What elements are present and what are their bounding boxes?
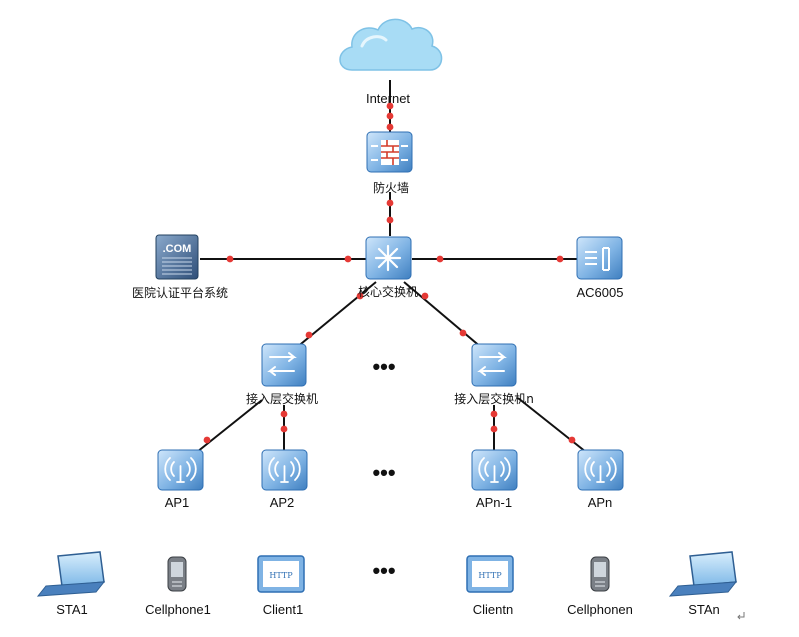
- auth-platform-server[interactable]: .COM 医院认证平台系统: [132, 234, 228, 300]
- wifi-waves-icon: [478, 457, 511, 483]
- browser-window-icon: [472, 561, 508, 587]
- cloud-highlight-icon: [360, 35, 388, 48]
- access-switch-icon: [471, 343, 517, 387]
- laptop-icon: [689, 551, 737, 587]
- link-access1-ap1: [191, 399, 263, 457]
- cellphone1-label: Cellphone1: [145, 602, 211, 617]
- client-clientn[interactable]: HTTP Clientn: [466, 555, 514, 617]
- controller-icon: [576, 236, 623, 280]
- joint-dot: [556, 255, 564, 263]
- access-point-apn[interactable]: APn: [577, 449, 624, 510]
- apn-label: APn: [588, 495, 613, 510]
- internet-cloud[interactable]: Internet: [339, 18, 443, 106]
- access-switch-icon: [261, 343, 307, 387]
- internet-label: Internet: [366, 91, 410, 106]
- joint-dot: [421, 292, 429, 300]
- joint-dot: [386, 199, 394, 207]
- joint-dot: [386, 102, 394, 110]
- laptop-icon: [57, 551, 105, 587]
- server-icon: [155, 234, 199, 280]
- joint-dot: [280, 410, 288, 418]
- browser-window-icon: [263, 561, 299, 587]
- ap1-label: AP1: [165, 495, 190, 510]
- clientn-label: Clientn: [473, 602, 513, 617]
- cellphone-screen-icon: [594, 562, 606, 577]
- firewall-device[interactable]: 防火墙: [366, 131, 413, 195]
- star-arrows-icon: [374, 244, 402, 272]
- joint-dot: [386, 216, 394, 224]
- browser-badge: HTTP: [269, 571, 293, 580]
- cellphone-keys-icon: [595, 581, 605, 587]
- joint-dot: [490, 410, 498, 418]
- switch-arrows-icon: [267, 352, 297, 376]
- stan-label: STAn: [688, 602, 720, 617]
- joint-dot: [386, 123, 394, 131]
- joint-dot: [356, 292, 364, 300]
- access-switch-1[interactable]: 接入层交换机: [246, 343, 318, 406]
- switch-arrows-icon: [477, 352, 507, 376]
- browser-badge: HTTP: [478, 571, 502, 580]
- cellphonen-label: Cellphonen: [567, 602, 633, 617]
- joint-dot: [436, 255, 444, 263]
- core-switch-device[interactable]: 核心交换机: [358, 236, 418, 299]
- laptop-base-icon: [36, 581, 106, 597]
- auth-platform-label: 医院认证平台系统: [132, 285, 228, 300]
- server-badge: .COM: [163, 243, 192, 255]
- apn-1-label: APn-1: [476, 495, 512, 510]
- access-point-ap2[interactable]: AP2: [261, 449, 308, 510]
- link-joints: [203, 102, 576, 444]
- server-grille-icon: [162, 257, 192, 275]
- core-switch-label: 核心交换机: [358, 284, 418, 299]
- joint-dot: [203, 436, 211, 444]
- controller-glyph-icon: [585, 247, 610, 271]
- client-cellphonen[interactable]: Cellphonen: [567, 556, 633, 617]
- joint-dot: [490, 425, 498, 433]
- access-point-ap1[interactable]: AP1: [157, 449, 204, 510]
- client-cellphone1[interactable]: Cellphone1: [145, 556, 211, 617]
- joint-dot: [459, 329, 467, 337]
- firewall-label: 防火墙: [373, 180, 409, 195]
- client1-label: Client1: [263, 602, 303, 617]
- access-switch-n-label: 接入层交换机n: [454, 391, 534, 406]
- ellipsis-clients: •••: [372, 558, 395, 583]
- cloud-icon: [339, 18, 443, 71]
- joint-dot: [386, 112, 394, 120]
- access-switch-n[interactable]: 接入层交换机n: [454, 343, 534, 406]
- joint-dot: [568, 436, 576, 444]
- joint-dot: [344, 255, 352, 263]
- joint-dot: [226, 255, 234, 263]
- access-switch-1-label: 接入层交换机: [246, 391, 318, 406]
- link-accessn-apn: [517, 397, 587, 453]
- access-point-apn-1[interactable]: APn-1: [471, 449, 518, 510]
- sta1-label: STA1: [56, 602, 88, 617]
- client-stan[interactable]: STAn: [668, 551, 738, 617]
- joint-dot: [305, 331, 313, 339]
- cellphone-screen-icon: [171, 562, 183, 577]
- wifi-waves-icon: [164, 457, 197, 483]
- cellphone-keys-icon: [172, 581, 182, 587]
- ac-controller-label: AC6005: [577, 285, 624, 300]
- link-core-accessn: [403, 281, 483, 349]
- ac-controller-device[interactable]: AC6005: [576, 236, 624, 300]
- joint-dot: [280, 425, 288, 433]
- ellipsis-switches: •••: [372, 354, 395, 379]
- wifi-waves-icon: [268, 457, 301, 483]
- laptop-base-icon: [668, 581, 738, 597]
- wifi-waves-icon: [584, 457, 617, 483]
- client-client1[interactable]: HTTP Client1: [257, 555, 305, 617]
- ellipsis-aps: •••: [372, 460, 395, 485]
- client-sta1[interactable]: STA1: [36, 551, 106, 617]
- firewall-arrows-icon: [371, 145, 408, 161]
- brick-lines-icon: [381, 140, 399, 165]
- ap2-label: AP2: [270, 495, 295, 510]
- return-mark-icon: [737, 612, 745, 620]
